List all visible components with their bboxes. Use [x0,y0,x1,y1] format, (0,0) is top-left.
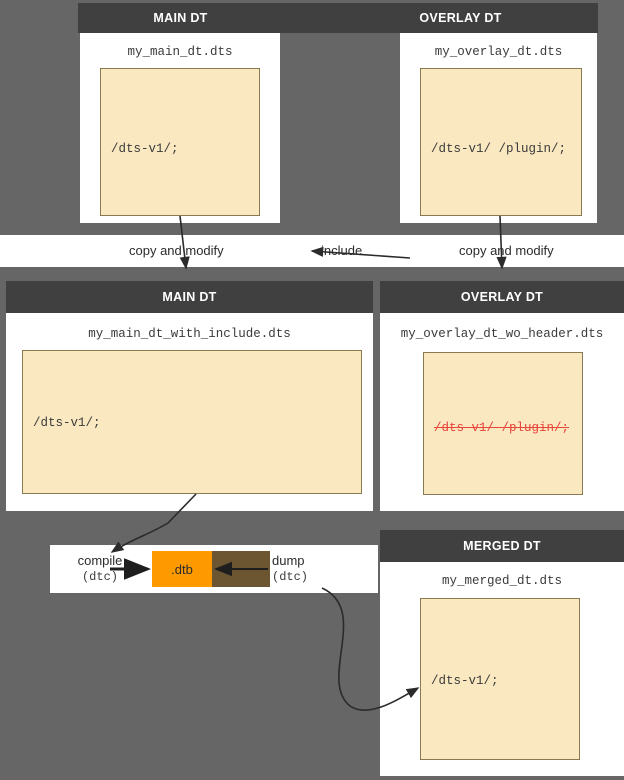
panel-title-overlay-dt-row1: OVERLAY DT [419,11,502,25]
panel-header-main-dt-row2: MAIN DT [6,281,373,313]
label-compile: compile (dtc) [52,553,148,585]
panel-title-main-dt-row1: MAIN DT [153,11,208,25]
code-line: /dts-v1/; [111,142,179,156]
code-line: /dts-v1/; [431,674,499,688]
artifact-dtb-box: .dtb [152,551,212,587]
dump-text: dump [272,553,305,568]
dump-label-plate [270,545,378,593]
file-name-main-dt-row2: my_main_dt_with_include.dts [88,327,291,341]
code-box-merged-dt: /dts-v1/; / { … … }; [420,598,580,760]
code-line: / { [431,754,569,759]
panel-header-main-dt-row1: MAIN DT OVERLAY DT [78,3,598,33]
file-name-merged-dt: my_merged_dt.dts [441,574,563,588]
code-line: /dts-v1/; [33,416,101,430]
code-box-overlay-dt-row2: /dts-v1/ /plugin/; / { … }; [423,352,583,495]
label-copy-and-modify-right: copy and modify [459,243,554,258]
code-box-main-dt-row1: /dts-v1/; / { … }; [100,68,260,216]
code-box-overlay-dt-row1: /dts-v1/ /plugin/; / { … }; [420,68,582,216]
panel-header-overlay-dt-row2: OVERLAY DT [380,281,624,313]
panel-title-merged-dt: MERGED DT [463,539,541,553]
panel-header-merged-dt: MERGED DT [380,530,624,562]
file-name-overlay-dt-row1: my_overlay_dt.dts [434,45,563,59]
code-line: /dts-v1/ /plugin/; [431,142,567,156]
code-line: / { [434,493,572,494]
compile-text: compile [77,553,123,568]
label-dump: dump (dtc) [272,553,342,585]
panel-title-main-dt-row2: MAIN DT [162,290,217,304]
label-copy-and-modify-left: copy and modify [129,243,224,258]
compile-tool: (dtc) [81,570,118,584]
code-line-struck: /dts-v1/ /plugin/; [434,421,570,435]
code-box-main-dt-row2: /dts-v1/; / { … }; /include/ "my_overlay… [22,350,362,494]
label-include: include [321,243,363,258]
panel-title-overlay-dt-row2: OVERLAY DT [460,290,544,304]
dump-tool: (dtc) [272,570,309,584]
file-name-overlay-dt-row2: my_overlay_dt_wo_header.dts [400,327,604,341]
file-name-main-dt-row1: my_main_dt.dts [127,45,233,59]
